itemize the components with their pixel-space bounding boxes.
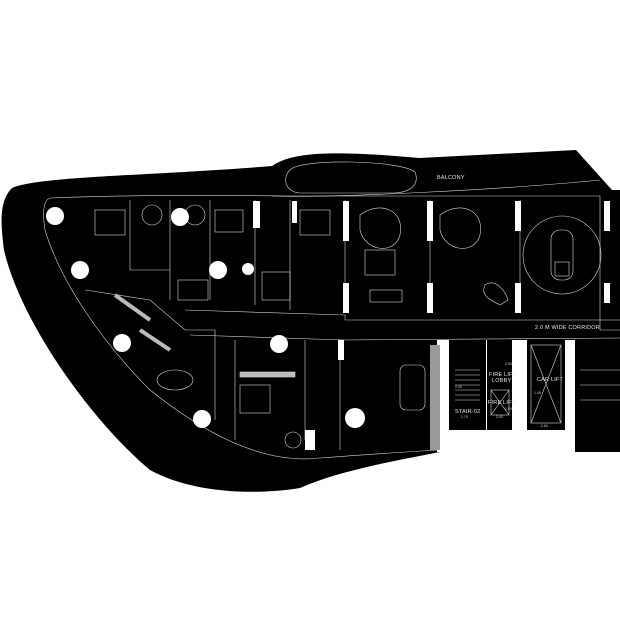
balcony-edge [271,179,601,197]
fire-lift-lobby-label-2: LOBBY [492,378,511,384]
columns [46,207,365,428]
service-core [430,340,620,452]
room-walls [84,200,521,450]
inner-perimeter [43,195,620,460]
fire-lift-label: FIRE LIFT [488,400,516,406]
corridor-walls [184,309,620,341]
car-turntable [522,215,602,295]
stair-width-dim: 2.70 [461,415,468,419]
car-lift-width-dim: 2.60 [541,424,548,428]
lobby-height-dim: 2.90 [505,362,512,366]
fire-lift-lobby-label-1: FIRE LIFT [489,372,517,378]
stair-length-dim: 2.40 [455,385,462,389]
balcony-label: BALCONY [437,175,465,181]
wall-piers [253,201,610,450]
car-lift-length-dim: 1.45 [534,391,541,395]
fire-lift-width-dim: 2.40 [496,415,503,419]
balcony-planter [285,161,417,194]
corridor-label: 2.0 M WIDE CORRIDOR [535,325,600,331]
fire-lift-depth-dim: 1.50 [505,407,512,411]
car-lift-label: CAR LIFT [537,377,563,383]
furniture [113,204,509,449]
stair-label: STAIR-02 [455,409,480,415]
